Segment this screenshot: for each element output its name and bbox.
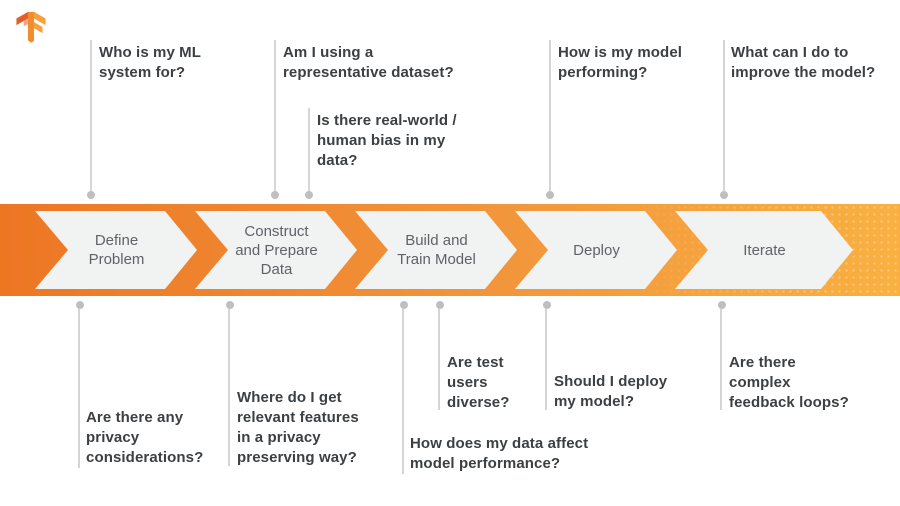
- connector-line-performing: [549, 40, 551, 191]
- connector-dot-should-deploy: [543, 301, 551, 309]
- stage-label: Deploy: [573, 241, 620, 259]
- connector-line-should-deploy: [545, 309, 547, 410]
- connector-line-representative: [274, 40, 276, 191]
- question-test-users-diverse: Are test users diverse?: [447, 354, 510, 411]
- connector-line-improve: [723, 40, 725, 191]
- connector-dot-performing: [546, 191, 554, 199]
- stage-build-train-model: Build and Train Model: [355, 211, 517, 289]
- stage-label: Define Problem: [88, 232, 145, 268]
- connector-dot-privacy: [76, 301, 84, 309]
- stage-iterate: Iterate: [675, 211, 853, 289]
- connector-dot-bias: [305, 191, 313, 199]
- stage-label: Construct and Prepare Data: [235, 222, 318, 278]
- connector-line-feedback-loops: [720, 309, 722, 410]
- connector-dot-representative: [271, 191, 279, 199]
- stage-label: Build and Train Model: [397, 232, 476, 268]
- tensorflow-logo: [16, 11, 46, 43]
- connector-line-test-users: [438, 309, 440, 410]
- process-band: Define Problem Construct and Prepare Dat…: [0, 204, 900, 296]
- question-should-i-deploy: Should I deploy my model?: [554, 373, 668, 410]
- question-improve-model: What can I do to improve the model?: [731, 44, 876, 81]
- question-privacy-considerations: Are there any privacy considerations?: [86, 409, 204, 466]
- connector-line-privacy: [78, 309, 80, 468]
- connector-dot-feedback-loops: [718, 301, 726, 309]
- connector-line-data-affect: [402, 309, 404, 474]
- connector-dot-who: [87, 191, 95, 199]
- connector-dot-data-affect: [400, 301, 408, 309]
- question-feedback-loops: Are there complex feedback loops?: [729, 354, 849, 411]
- connector-line-features: [228, 309, 230, 466]
- connector-line-who: [90, 40, 92, 191]
- stage-define-problem: Define Problem: [35, 211, 197, 289]
- stage-deploy: Deploy: [515, 211, 677, 289]
- stage-label: Iterate: [743, 241, 786, 259]
- question-data-affect-performance: How does my data affect model performanc…: [410, 435, 589, 472]
- connector-dot-features: [226, 301, 234, 309]
- connector-line-bias: [308, 108, 310, 191]
- stage-construct-prepare-data: Construct and Prepare Data: [195, 211, 357, 289]
- question-who-is-my-ml-system-for: Who is my ML system for?: [99, 44, 202, 81]
- question-representative-dataset: Am I using a representative dataset?: [283, 44, 454, 81]
- question-real-world-bias: Is there real-world / human bias in my d…: [317, 112, 457, 169]
- connector-dot-test-users: [436, 301, 444, 309]
- connector-dot-improve: [720, 191, 728, 199]
- question-relevant-features: Where do I get relevant features in a pr…: [237, 389, 359, 466]
- question-model-performing: How is my model performing?: [558, 44, 683, 81]
